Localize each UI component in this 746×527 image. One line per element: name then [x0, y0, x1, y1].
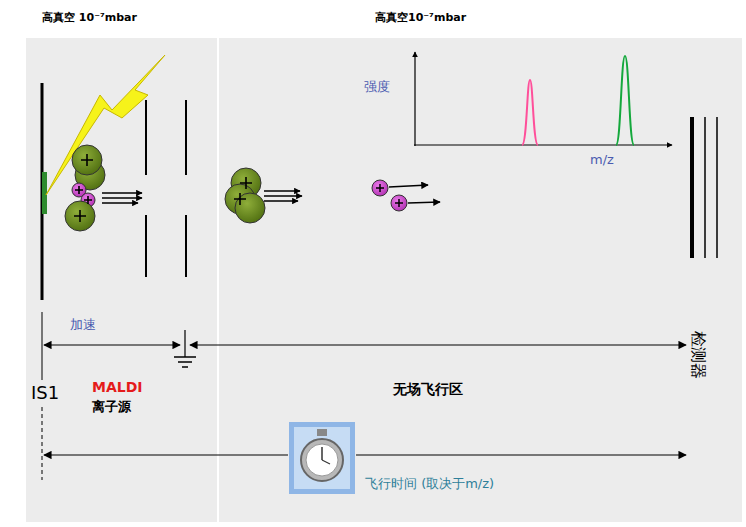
vacuum-label: 高真空 10⁻⁷mbar — [42, 12, 137, 25]
region-label: 加速 — [70, 318, 96, 333]
axis-label: 强度 — [364, 80, 390, 95]
source-name: MALDI — [92, 379, 143, 395]
source-label: 离子源 — [92, 400, 131, 415]
time-label: 飞行时间 (取决于m/z) — [365, 477, 494, 492]
vacuum-label: 高真空10⁻⁷mbar — [375, 12, 466, 25]
axis-label: m/z — [590, 153, 614, 168]
detector-label: 检测器 — [689, 331, 707, 379]
source-id: IS1 — [29, 383, 61, 404]
region-label: 无场飞行区 — [393, 381, 463, 397]
